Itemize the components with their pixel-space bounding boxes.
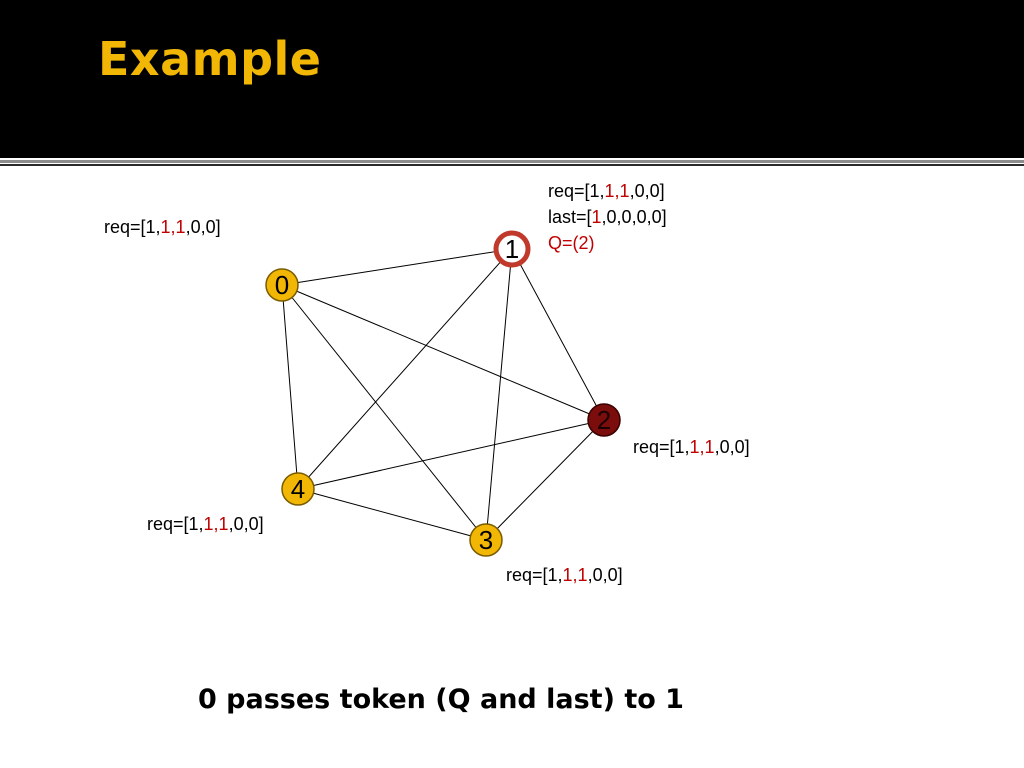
- req-suffix: ,0,0]: [714, 437, 750, 457]
- edge-1-4: [297, 248, 513, 490]
- title-bar: Example: [0, 0, 1024, 158]
- req-prefix: req=[1,: [633, 437, 690, 457]
- edge-2-3: [485, 419, 605, 541]
- node-3-circle: [469, 523, 503, 557]
- node-2-circle: [587, 403, 621, 437]
- req-highlight: 1,1: [203, 514, 229, 534]
- req-prefix: req=[1,: [506, 565, 563, 585]
- node-0-circle: [265, 268, 299, 302]
- node-4-label: 4: [291, 474, 305, 504]
- req-highlight: 1,1: [689, 437, 715, 457]
- edge-2-4: [297, 419, 605, 490]
- edge-0-4: [281, 284, 299, 490]
- node-3-req-label: req=[1,1,1,0,0]: [506, 562, 623, 588]
- edge-1-3: [485, 248, 513, 541]
- slide-caption: 0 passes token (Q and last) to 1: [198, 684, 684, 715]
- node-3: 3: [469, 523, 503, 557]
- node-2: 2: [587, 403, 621, 437]
- node-4: 4: [281, 472, 315, 506]
- edge-0-1: [281, 248, 513, 286]
- node-2-label: 2: [597, 405, 611, 435]
- node-1-queue-label: Q=(2): [548, 233, 595, 253]
- req-prefix: req=[1,: [147, 514, 204, 534]
- node-1: 1: [493, 230, 531, 268]
- node-1-last-label: last=[1,0,0,0,0]: [548, 204, 667, 230]
- edge-3-4: [297, 488, 487, 541]
- node-0-label: 0: [275, 270, 289, 300]
- edge-0-2: [281, 284, 605, 421]
- node-1-req-label: req=[1,1,1,0,0]: [548, 178, 665, 204]
- title-divider: [0, 160, 1024, 163]
- node-0: 0: [265, 268, 299, 302]
- title-divider-shadow: [0, 164, 1024, 166]
- graph-edges: [281, 248, 605, 541]
- req-highlight: 1,1: [160, 217, 186, 237]
- req-suffix: ,0,0]: [587, 565, 623, 585]
- node-1-label: 1: [505, 234, 519, 264]
- last-suffix: ,0,0,0,0]: [601, 207, 667, 227]
- edge-0-3: [281, 284, 487, 541]
- req-prefix: req=[1,: [548, 181, 605, 201]
- node-4-req-label: req=[1,1,1,0,0]: [147, 511, 264, 537]
- req-suffix: ,0,0]: [185, 217, 221, 237]
- edge-1-2: [511, 248, 605, 421]
- last-prefix: last=[: [548, 207, 592, 227]
- node-4-circle: [281, 472, 315, 506]
- node-1-circle: [493, 230, 531, 268]
- req-highlight: 1,1: [562, 565, 588, 585]
- node-0-req-label: req=[1,1,1,0,0]: [104, 214, 221, 240]
- req-highlight: 1,1: [604, 181, 630, 201]
- req-prefix: req=[1,: [104, 217, 161, 237]
- req-suffix: ,0,0]: [228, 514, 264, 534]
- slide-title: Example: [98, 32, 322, 86]
- graph-nodes: 0 1 2 3 4: [265, 230, 621, 557]
- req-suffix: ,0,0]: [629, 181, 665, 201]
- node-3-label: 3: [479, 525, 493, 555]
- node-2-req-label: req=[1,1,1,0,0]: [633, 434, 750, 460]
- last-highlight: 1: [591, 207, 602, 227]
